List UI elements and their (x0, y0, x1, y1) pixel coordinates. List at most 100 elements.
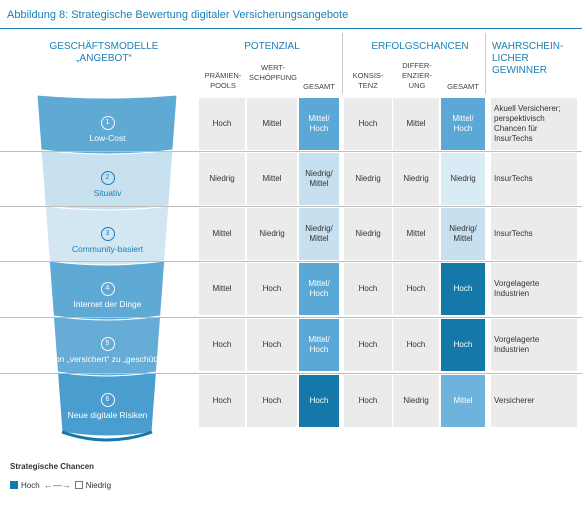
rating-cell-pg: Mittel/ Hoch (299, 263, 339, 315)
winner-cell: InsurTechs (491, 153, 577, 205)
model-name: Low-Cost (89, 133, 126, 143)
header-separator-1 (342, 33, 343, 94)
rating-cell-ko: Hoch (344, 98, 392, 150)
rating-cell-ko: Hoch (344, 375, 392, 427)
rating-cell-ws: Hoch (247, 263, 297, 315)
subheader-praemienpools: PRÄMIEN- POOLS (199, 71, 247, 91)
header-erfolgschancen: ERFOLGSCHANCEN (371, 41, 469, 52)
rating-cell-pp: Mittel (199, 208, 245, 260)
rating-cell-eg: Mittel (441, 375, 485, 427)
header-winner-line-1: WAHRSCHEIN- (492, 41, 564, 52)
subheader-differenzierung-line-2: ENZIER- (402, 71, 432, 80)
row-separator (0, 151, 582, 152)
winner-cell: Vorgelagerte Industrien (491, 319, 577, 371)
model-number-badge: 2 (100, 171, 115, 185)
rating-cell-eg: Niedrig (441, 153, 485, 205)
header-winner-line-3: GEWINNER (492, 65, 547, 76)
subheader-wertschoepfung-line-1: WERT- (260, 63, 286, 72)
winner-cell: InsurTechs (491, 208, 577, 260)
subheader-praemienpools-line-2: POOLS (210, 81, 236, 90)
rating-cell-pp: Hoch (199, 375, 245, 427)
subheader-konsistenz: KONSIS- TENZ (344, 71, 392, 91)
rating-cell-ko: Hoch (344, 319, 392, 371)
rating-cell-pg: Mittel/ Hoch (299, 98, 339, 150)
rating-cell-pg: Mittel/ Hoch (299, 319, 339, 371)
rating-cell-eg: Hoch (441, 319, 485, 371)
rating-cell-pp: Hoch (199, 319, 245, 371)
header-potenzial: POTENZIAL (244, 41, 300, 52)
rating-cell-di: Mittel (393, 98, 439, 150)
subheader-konsistenz-line-1: KONSIS- (352, 71, 384, 80)
row-separator (0, 373, 582, 374)
header-models: GESCHÄFTSMODELLE „ANGEBOT“ (44, 41, 164, 65)
legend-high-swatch (10, 481, 18, 489)
rating-cell-di: Hoch (393, 319, 439, 371)
winner-cell: Versicherer (491, 375, 577, 427)
rating-cell-ws: Hoch (247, 375, 297, 427)
rating-cell-pg: Niedrig/ Mittel (299, 153, 339, 205)
subheader-praemienpools-line-1: PRÄMIEN- (204, 71, 242, 80)
rating-cell-di: Niedrig (393, 153, 439, 205)
subheader-gesamt-potenzial: GESAMT (299, 82, 339, 92)
model-number-badge: 1 (100, 116, 115, 130)
subheader-gesamt-erfolg: GESAMT (441, 82, 485, 92)
rating-cell-pp: Mittel (199, 263, 245, 315)
rating-cell-ws: Niedrig (247, 208, 297, 260)
model-number-badge: 4 (100, 282, 115, 296)
row-separator (0, 261, 582, 262)
subheader-differenzierung-line-1: DIFFER- (402, 61, 432, 70)
subheader-wertschoepfung-line-2: SCHÖPFUNG (249, 73, 297, 82)
legend: Hoch ←—→ Niedrig (10, 480, 111, 490)
rating-cell-eg: Hoch (441, 263, 485, 315)
rating-cell-di: Niedrig (393, 375, 439, 427)
funnel-bottom-rim (61, 430, 153, 442)
subheader-differenzierung: DIFFER- ENZIER- UNG (393, 61, 441, 91)
rating-cell-pg: Niedrig/ Mittel (299, 208, 339, 260)
model-name: Von „versichert“ zu „geschützt“ (49, 354, 166, 364)
row-separator (0, 317, 582, 318)
winner-cell: Akuell Versicherer; perspektivisch Chanc… (491, 98, 577, 150)
winner-cell: Vorgelagerte Industrien (491, 263, 577, 315)
row-separator (0, 206, 582, 207)
rating-cell-pp: Niedrig (199, 153, 245, 205)
rating-cell-ws: Hoch (247, 319, 297, 371)
header-winner: WAHRSCHEIN- LICHER GEWINNER (492, 41, 580, 77)
rating-cell-di: Mittel (393, 208, 439, 260)
header-models-line-1: GESCHÄFTSMODELLE (49, 41, 159, 52)
subheader-gesamt-potenzial-line-1: GESAMT (303, 82, 335, 91)
model-name: Internet der Dinge (73, 299, 142, 309)
legend-arrow-icon: ←—→ (43, 480, 71, 490)
model-number-badge: 5 (100, 337, 115, 351)
rating-cell-di: Hoch (393, 263, 439, 315)
subheader-konsistenz-line-2: TENZ (358, 81, 378, 90)
rating-cell-ko: Niedrig (344, 153, 392, 205)
legend-low-label: Niedrig (85, 480, 112, 490)
header-winner-line-2: LICHER (492, 53, 529, 64)
header-separator-2 (485, 33, 486, 94)
rating-cell-eg: Mittel/ Hoch (441, 98, 485, 150)
rating-cell-ws: Mittel (247, 98, 297, 150)
legend-high-label: Hoch (21, 480, 40, 490)
header-models-line-2: „ANGEBOT“ (76, 53, 132, 64)
subheader-wertschoepfung: WERT- SCHÖPFUNG (247, 63, 299, 83)
rating-cell-pp: Hoch (199, 98, 245, 150)
figure-title: Abbildung 8: Strategische Bewertung digi… (7, 9, 349, 21)
subheader-differenzierung-line-3: UNG (408, 81, 426, 90)
legend-low-swatch (74, 481, 83, 489)
model-name: Community-basiert (71, 244, 144, 254)
model-name: Situativ (93, 188, 122, 198)
rating-cell-ko: Niedrig (344, 208, 392, 260)
rating-cell-pg: Hoch (299, 375, 339, 427)
rating-cell-eg: Niedrig/ Mittel (441, 208, 485, 260)
model-number-badge: 3 (100, 227, 115, 241)
rating-cell-ws: Mittel (247, 153, 297, 205)
rating-cell-ko: Hoch (344, 263, 392, 315)
model-name: Neue digitale Risiken (67, 410, 148, 420)
subheader-gesamt-erfolg-line-1: GESAMT (447, 82, 479, 91)
